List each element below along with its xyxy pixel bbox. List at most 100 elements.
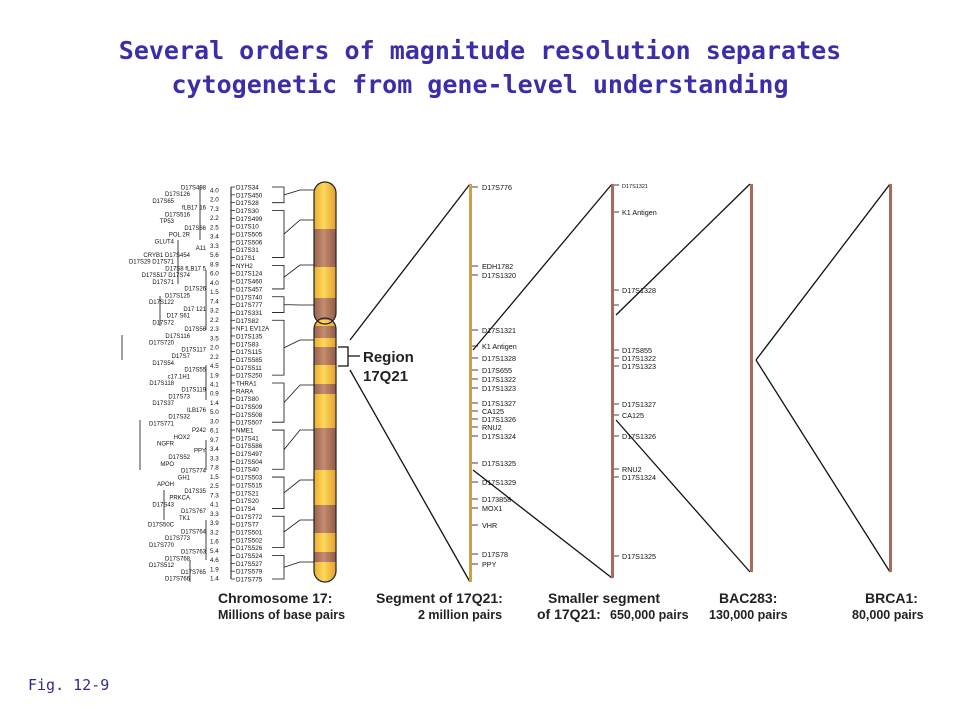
chromosome-bands <box>314 229 336 562</box>
distance-value: 3.3 <box>210 511 219 518</box>
chromosome-marker-label: D17S10 <box>236 224 259 231</box>
gene-label: D17S517 D17S74 <box>142 273 191 279</box>
gene-label: MPO <box>160 462 174 468</box>
gene-label: D17S768 <box>165 556 191 562</box>
chromosome-marker-label: D17S250 <box>236 373 263 380</box>
distance-value: 4.6 <box>210 557 219 564</box>
chromosome-marker-label: D17S21 <box>236 490 259 497</box>
distance-value: 9.7 <box>210 437 219 444</box>
chromosome-marker-label: D17S501 <box>236 529 263 536</box>
chromosome-marker-label: D17S511 <box>236 365 262 372</box>
chromosome-marker-label: D17S509 <box>236 404 263 411</box>
segment-marker-label: D17S655 <box>482 366 512 375</box>
slide-title: Several orders of magnitude resolution s… <box>0 34 960 102</box>
gene-label: D17S119 <box>181 388 206 394</box>
gene-label: TP53 <box>160 219 175 225</box>
segment-marker-label: EDH1782 <box>482 262 513 271</box>
brca1-caption-2: 80,000 pairs <box>852 608 924 622</box>
chromosome-marker-label: D17S30 <box>236 208 259 215</box>
captions: Chromosome 17: Millions of base pairs Se… <box>218 590 924 622</box>
chromosome-marker-label: D17S508 <box>236 412 263 419</box>
gene-label: D17S498 <box>181 186 207 192</box>
segment-marker-label: D17S1321 <box>482 326 516 335</box>
chromosome-marker-label: D17S579 <box>236 569 263 576</box>
smaller-segment-marker-label: CA125 <box>622 411 644 420</box>
chromosome-marker-label: D17S586 <box>236 443 263 450</box>
gene-label: D17S116 <box>165 334 190 340</box>
gene-label: D17S122 <box>149 300 175 306</box>
segment-bar <box>469 184 472 582</box>
gene-label: D17S50C <box>148 523 175 529</box>
chromosome-marker-label: D17S77 <box>236 522 259 529</box>
segment-marker-label: D17S1328 <box>482 354 516 363</box>
smaller-segment-caption-3: 650,000 pairs <box>610 608 689 622</box>
segment-marker-label: D17S1323 <box>482 384 516 393</box>
chromosome-marker-label: D17S1 <box>236 255 256 262</box>
distance-value: 3.5 <box>210 335 219 342</box>
gene-label: D17S72 <box>152 320 174 326</box>
segment-marker-label: D17S1320 <box>482 271 516 280</box>
gene-label: D17S52 <box>168 455 190 461</box>
title-line-2: cytogenetic from gene-level understandin… <box>171 70 789 99</box>
gene-label: D17S8 fLB17 5 <box>165 266 206 272</box>
gene-label: D17S7 <box>172 354 191 360</box>
distance-value: 1.9 <box>210 372 219 379</box>
segment-marker-label: D173858 <box>482 495 511 504</box>
gene-label: D17S771 <box>149 421 175 427</box>
gene-label: A11 <box>196 246 207 252</box>
chromosome-distances: 4.02.07.32.22.53.43.35.68.96.04.01.57.43… <box>210 188 219 583</box>
distance-value: 3.3 <box>210 455 219 462</box>
marker-bracket <box>272 515 314 549</box>
distance-value: 4.1 <box>210 502 219 509</box>
smaller-segment-marker-label: D17S1323 <box>622 362 656 371</box>
chromosome-marker-label: D17S28 <box>236 200 259 207</box>
chromosome-marker-label: NF1 EV12A <box>236 326 270 333</box>
distance-value: 6.0 <box>210 271 219 278</box>
gene-label: POL 2R <box>169 233 191 239</box>
distance-value: 2.5 <box>210 224 219 231</box>
chromosome-marker-label: D17S506 <box>236 239 263 246</box>
marker-bracket <box>272 555 314 580</box>
gene-label: c17.1H1 <box>168 374 191 380</box>
distance-value: 5.6 <box>210 252 219 259</box>
smaller-segment-marker-label: D17S1327 <box>622 400 656 409</box>
gene-label: P242 <box>192 428 207 434</box>
segment-marker-label: CA125 <box>482 407 504 416</box>
segment-marker-label: D17S1325 <box>482 459 516 468</box>
gene-label: D17 S61 <box>167 314 191 320</box>
gene-label: D17S43 <box>152 502 174 508</box>
gene-label: D17S35 <box>184 489 206 495</box>
gene-label: D17S71 <box>152 280 174 286</box>
chromosome-caption-2: Millions of base pairs <box>218 608 345 622</box>
chromosome-17 <box>313 181 337 583</box>
chromosome-marker-label: D17S772 <box>236 514 263 521</box>
chromosome-marker-label: D17S450 <box>236 192 263 199</box>
smaller-segment-marker-label: D17S855 <box>622 346 652 355</box>
smaller-segment-marker-label: D17S1321 <box>622 184 648 190</box>
segment-marker-label: D17S1327 <box>482 399 516 408</box>
distance-value: 2.3 <box>210 326 219 333</box>
gene-label: PPY <box>194 448 206 454</box>
marker-bracket <box>272 476 314 509</box>
chromosome-marker-label: D17S34 <box>236 185 259 192</box>
marker-bracket <box>272 296 314 313</box>
distance-value: 1.4 <box>210 400 219 407</box>
distance-value: 3.9 <box>210 520 219 527</box>
distance-value: 0.9 <box>210 391 219 398</box>
segment-marker-label: RNU2 <box>482 423 502 432</box>
distance-value: 4.1 <box>210 382 219 389</box>
chromosome-marker-label: D17S515 <box>236 482 263 489</box>
chromosome-marker-label: D17S124 <box>236 271 263 278</box>
chromosome-marker-label: D17S526 <box>236 545 263 552</box>
gene-label: APOH <box>157 482 174 488</box>
gene-label: D17S37 <box>152 401 174 407</box>
distance-value: 6.1 <box>210 428 219 435</box>
chromosome-marker-label: D17S457 <box>236 286 263 293</box>
marker-bracket <box>272 210 314 258</box>
brca1-bar <box>889 184 892 572</box>
chromosome-marker-label: D17S40 <box>236 467 259 474</box>
distance-value: 5.4 <box>210 548 219 555</box>
